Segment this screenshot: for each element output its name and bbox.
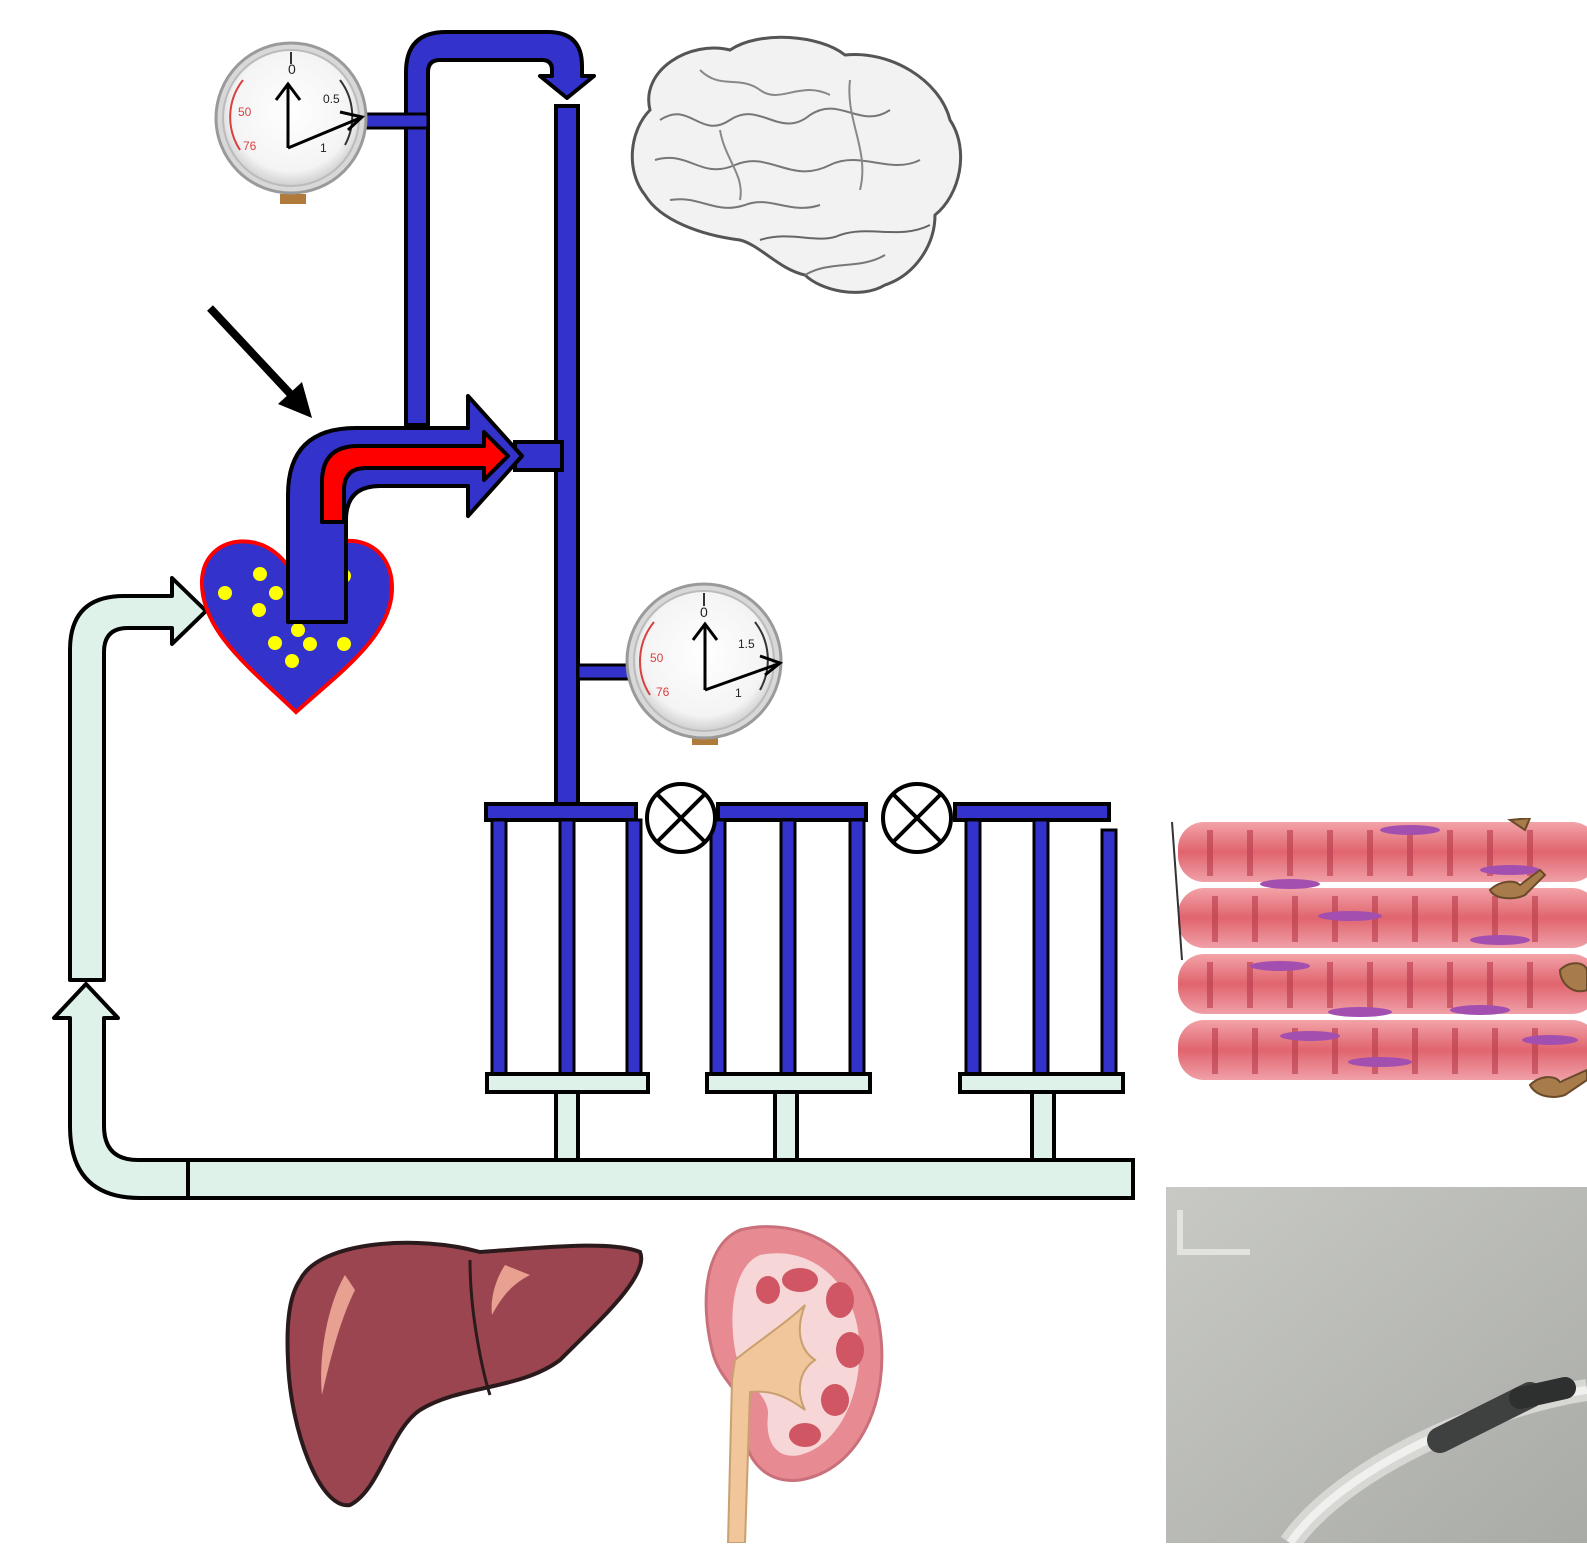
tissue-beds xyxy=(486,804,1123,1092)
gauge-label-one: 1 xyxy=(320,141,327,155)
liver-illustration xyxy=(288,1243,642,1505)
upper-gauge-tap xyxy=(364,114,428,128)
manifold-bar-2 xyxy=(718,804,866,820)
manifold-bar-1 xyxy=(486,804,636,820)
collector-bar-1 xyxy=(487,1074,648,1092)
gauge-label-zero: 0 xyxy=(288,61,296,77)
gauge-label-fifty: 50 xyxy=(238,105,252,119)
gauge-label-fifty: 50 xyxy=(650,651,664,665)
valve-closed-icon xyxy=(647,784,715,852)
gauge-label-one: 1 xyxy=(735,686,742,700)
gauge-label-one-five: 1.5 xyxy=(738,637,755,651)
aortic-outflow xyxy=(288,396,522,622)
catheter-photo xyxy=(1166,1187,1587,1543)
return-arrow-up xyxy=(54,984,188,1198)
manifold-bar-3 xyxy=(955,804,1109,820)
lower-gauge-tap xyxy=(578,665,632,679)
gauge-label-half: 0.5 xyxy=(323,92,340,106)
gauge-label-seventy-six: 76 xyxy=(656,685,670,699)
gauge-label-zero: 0 xyxy=(700,604,708,620)
main-distribution-pipe xyxy=(515,106,632,806)
collector-bar-3 xyxy=(960,1074,1123,1092)
gauge-stem xyxy=(280,194,306,204)
valve-closed-icon xyxy=(883,784,951,852)
brain-illustration xyxy=(632,37,960,292)
return-connector-2 xyxy=(775,1092,797,1160)
return-arrow-to-heart xyxy=(70,578,206,980)
collector-bar-2 xyxy=(707,1074,870,1092)
return-connector-3 xyxy=(1032,1092,1054,1160)
pointer-arrow-icon xyxy=(210,308,312,418)
gauge-label-seventy-six: 76 xyxy=(243,139,257,153)
venous-return-pipe xyxy=(188,1160,1133,1198)
lower-pressure-gauge: 0 1.5 1 50 76 xyxy=(627,584,781,745)
upper-pressure-gauge: 0 0.5 1 50 76 xyxy=(216,43,366,204)
muscle-tissue-illustration xyxy=(1168,818,1587,1100)
return-connector-1 xyxy=(556,1092,578,1160)
kidney-illustration xyxy=(706,1227,882,1543)
